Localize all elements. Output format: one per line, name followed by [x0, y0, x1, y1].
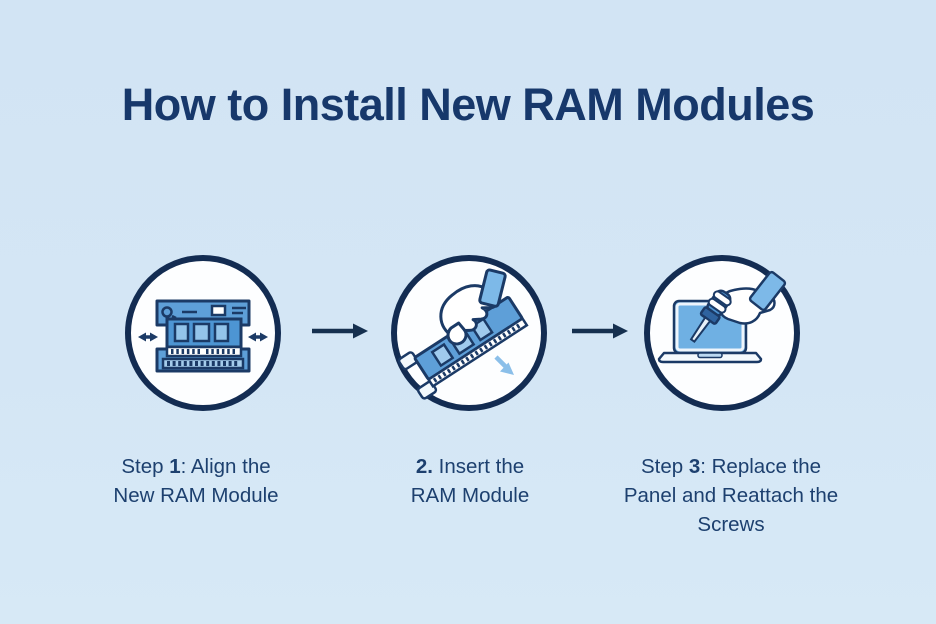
left-right-arrow-icon: [138, 332, 158, 342]
step2-circle: [391, 255, 547, 411]
insert-direction-arrow-icon: [494, 355, 514, 375]
step1-circle: [125, 255, 281, 411]
step3-caption: Step 3: Replace the Panel and Reattach t…: [609, 452, 853, 539]
caption-line: 2. Insert the: [385, 452, 555, 481]
caption-text: Step: [640, 455, 689, 478]
caption-text: New RAM Module: [113, 484, 279, 507]
caption-step-number: 3: [688, 455, 701, 478]
ram-insert-icon: [397, 268, 529, 400]
caption-step-number: 2.: [415, 455, 433, 478]
caption-line: Step 3: Replace the: [609, 452, 853, 481]
caption-text: RAM Module: [410, 484, 530, 507]
caption-text: Screws: [697, 513, 765, 536]
caption-step-number: 1: [169, 455, 181, 478]
caption-text: : Replace the: [700, 455, 822, 478]
step1-caption: Step 1: Align the New RAM Module: [81, 452, 311, 510]
step2-caption: 2. Insert the RAM Module: [385, 452, 555, 510]
caption-text: Panel and Reattach the: [623, 484, 839, 507]
step3-circle: [644, 255, 800, 411]
laptop-screwdriver-icon: [657, 270, 787, 364]
ram-align-icon: [138, 299, 268, 373]
right-arrow-icon: [572, 323, 628, 339]
right-arrow-icon: [312, 323, 368, 339]
caption-text: Step: [121, 455, 170, 478]
caption-line: Screws: [609, 510, 853, 539]
left-right-arrow-icon: [248, 332, 268, 342]
caption-line: New RAM Module: [81, 481, 311, 510]
caption-text: : Align the: [180, 455, 271, 478]
caption-line: RAM Module: [385, 481, 555, 510]
caption-line: Panel and Reattach the: [609, 481, 853, 510]
caption-line: Step 1: Align the: [81, 452, 311, 481]
caption-text: Insert the: [432, 455, 525, 478]
page-title: How to Install New RAM Modules: [121, 79, 815, 130]
